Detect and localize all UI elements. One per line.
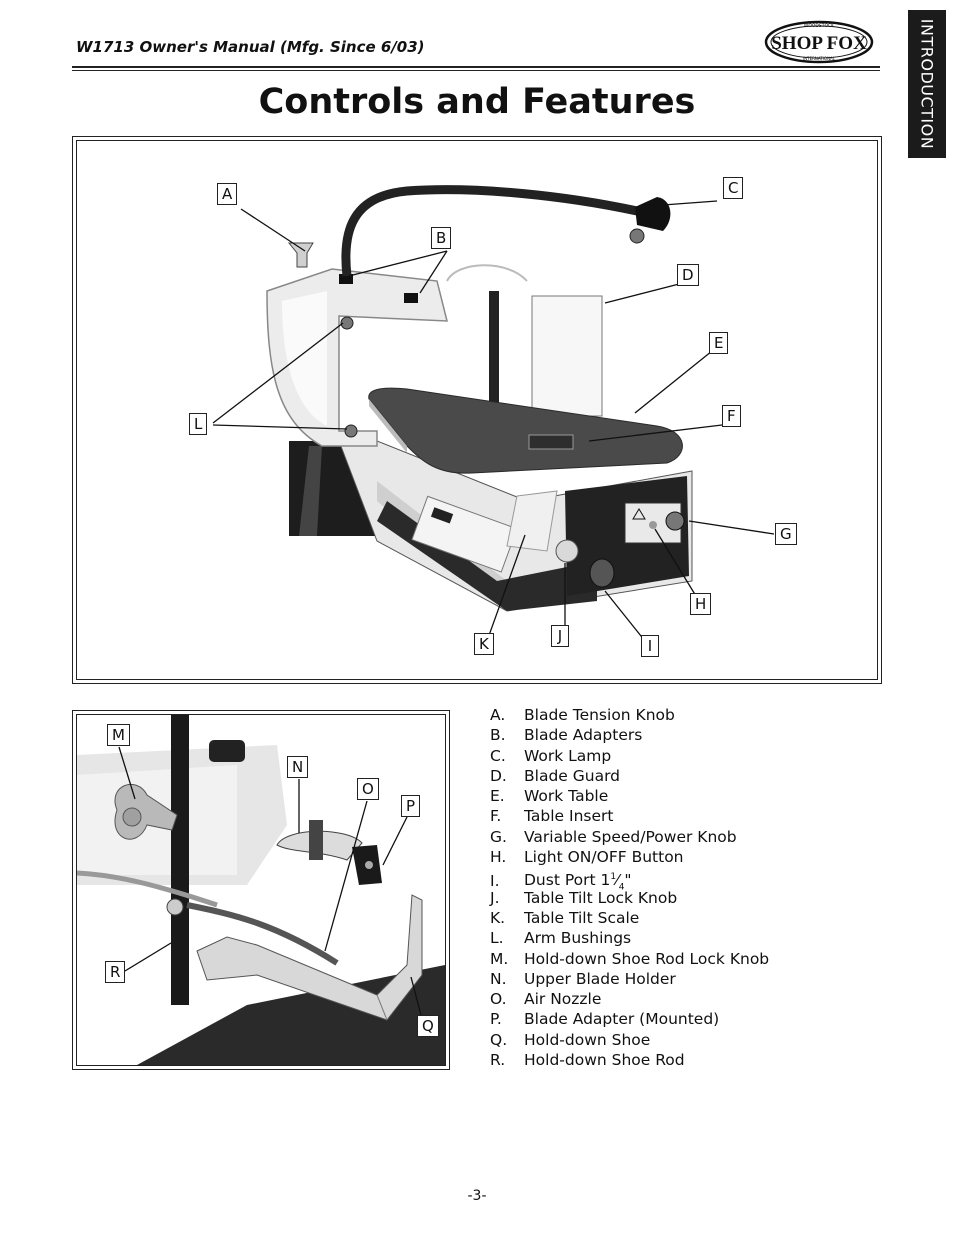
header-rule-thin — [72, 70, 880, 71]
callout-a: A — [217, 183, 238, 205]
callout-h: H — [690, 593, 712, 615]
logo-text: SHOP FOX — [771, 33, 867, 54]
main-figure: A B C D E F G H I J K L — [72, 136, 882, 684]
legend-item: O.Air Nozzle — [490, 990, 602, 1009]
callout-p: P — [401, 795, 421, 817]
page-number: -3- — [467, 1188, 487, 1204]
legend-item: A.Blade Tension Knob — [490, 706, 675, 724]
legend-item: R.Hold-down Shoe Rod — [490, 1051, 685, 1070]
section-tab: INTRODUCTION — [908, 10, 946, 158]
shop-fox-logo: SHOP FOX WOODSTOCK INTERNATIONAL — [764, 20, 874, 64]
legend-item: B.Blade Adapters — [490, 726, 643, 745]
legend-item: I.Dust Port 11⁄4" — [490, 871, 632, 893]
logo-arc-top: WOODSTOCK — [804, 23, 835, 29]
legend-item: C.Work Lamp — [490, 746, 612, 765]
callout-o: O — [357, 778, 379, 800]
legend-item: N.Upper Blade Holder — [490, 969, 676, 988]
legend-item: E.Work Table — [490, 787, 609, 806]
logo-arc-bottom: INTERNATIONAL — [803, 56, 836, 61]
legend-item: K.Table Tilt Scale — [490, 908, 640, 927]
callout-q: Q — [417, 1015, 439, 1037]
callout-b: B — [431, 227, 452, 249]
callout-j: J — [551, 625, 569, 647]
callout-f: F — [722, 405, 741, 427]
callout-k: K — [474, 633, 494, 655]
legend-item: L.Arm Bushings — [490, 929, 632, 948]
legend-item: P.Blade Adapter (Mounted) — [490, 1010, 720, 1029]
callout-c: C — [723, 177, 744, 199]
callout-m: M — [107, 724, 130, 746]
legend-item: G.Variable Speed/Power Knob — [490, 827, 737, 846]
callout-i: I — [641, 635, 659, 657]
legend-item: H.Light ON/OFF Button — [490, 848, 684, 867]
scroll-saw-illustration — [212, 185, 775, 642]
callout-e: E — [709, 332, 729, 354]
legend-item: M.Hold-down Shoe Rod Lock Knob — [490, 949, 770, 968]
manual-title: W1713 Owner's Manual (Mfg. Since 6/03) — [76, 38, 425, 56]
header-rule — [72, 66, 880, 68]
callout-l: L — [189, 413, 208, 435]
legend-item: F.Table Insert — [490, 807, 614, 826]
legend-item: J.Table Tilt Lock Knob — [490, 888, 678, 907]
page-title: Controls and Features — [258, 82, 696, 122]
callout-g: G — [775, 523, 797, 545]
callout-r: R — [105, 961, 126, 983]
detail-figure: M N O P Q R — [72, 710, 450, 1070]
callout-d: D — [677, 264, 699, 286]
hold-down-detail-illustration — [77, 715, 445, 1065]
legend-item: D.Blade Guard — [490, 766, 621, 785]
legend-item: Q.Hold-down Shoe — [490, 1030, 651, 1049]
feature-legend: A.Blade Tension Knob B.Blade Adapters C.… — [490, 705, 769, 1070]
callout-n: N — [287, 756, 309, 778]
